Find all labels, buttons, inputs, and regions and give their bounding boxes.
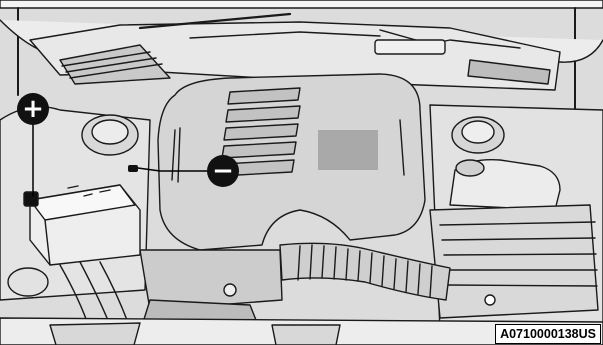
positive-terminal-icon: + <box>17 93 49 125</box>
negative-symbol: − <box>212 158 234 184</box>
negative-terminal-icon: − <box>207 155 239 187</box>
reference-code: A0710000138US <box>495 324 601 344</box>
positive-symbol: + <box>22 96 44 122</box>
air-filter-box <box>430 205 598 318</box>
negative-terminal-post <box>128 165 138 172</box>
coolant-reservoir <box>450 160 560 210</box>
